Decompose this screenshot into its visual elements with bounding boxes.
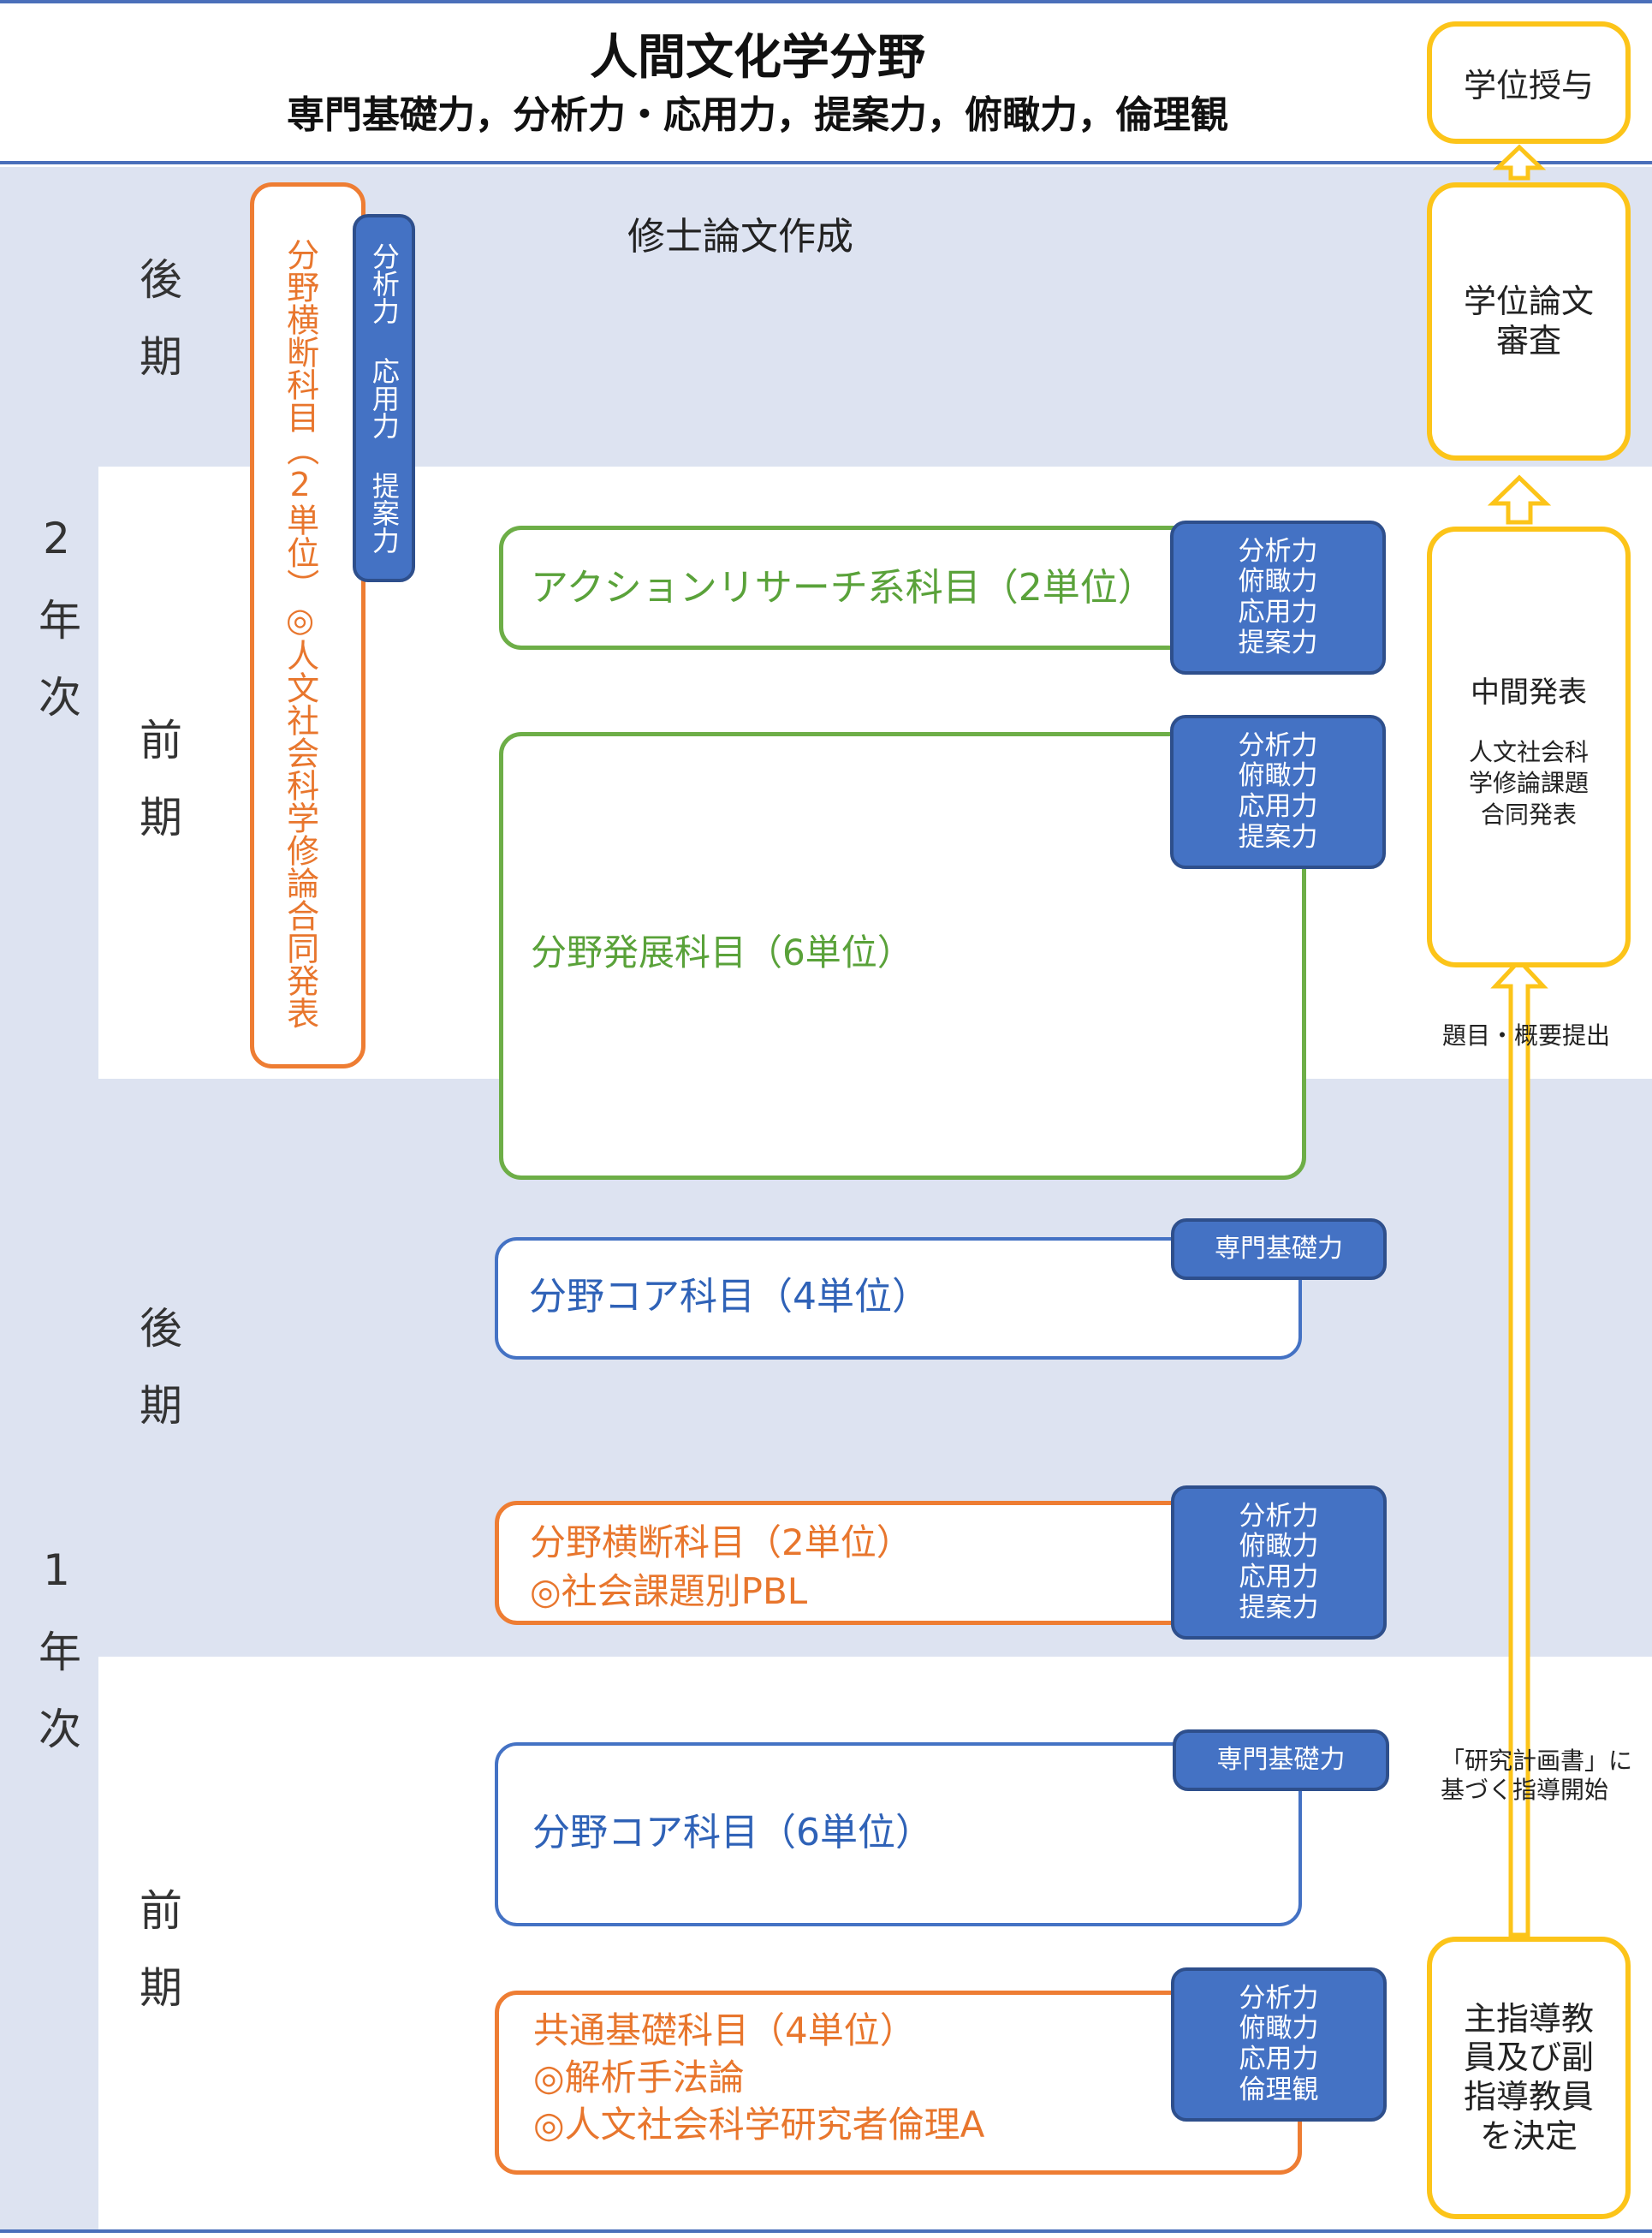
degree-award-box: 学位授与: [1427, 21, 1631, 144]
common-basic-line3: ◎人文社会科学研究者倫理A: [533, 2104, 985, 2146]
cross-field-vertical-box: 分野横断科目（2単位）◎人文社会科学修論合同発表: [250, 182, 365, 1068]
term-label-y2-later: 後期: [133, 257, 182, 411]
band-y2-year-col: [0, 167, 98, 1079]
core-later-label: 分野コア科目（4単位）: [529, 1275, 930, 1318]
common-basic-tags: 分析力 俯瞰力 応用力 倫理観: [1171, 1967, 1387, 2122]
action-research-box: アクションリサーチ系科目（2単位）: [499, 526, 1218, 650]
year-label-2: 2年次: [32, 514, 81, 752]
cross-field-vertical-tag: 分析力 応用力 提案力: [353, 214, 415, 582]
core-early-tag: 専門基礎力: [1173, 1729, 1389, 1791]
band-y1-year-col: [0, 1079, 98, 2230]
research-plan-label: 「研究計画書」に 基づく指導開始: [1441, 1747, 1633, 1804]
common-basic-line2: ◎解析手法論: [533, 2056, 745, 2098]
page-title: 人間文化学分野: [590, 30, 925, 86]
thesis-review-line1: 学位論文: [1463, 282, 1594, 320]
degree-award-label: 学位授与: [1463, 67, 1594, 104]
development-tags: 分析力 俯瞰力 応用力 提案力: [1170, 715, 1386, 869]
interim-presentation-title: 中間発表: [1471, 676, 1587, 710]
action-research-tags: 分析力 俯瞰力 応用力 提案力: [1170, 521, 1386, 675]
top-border: [0, 0, 1652, 3]
term-label-y1-later: 後期: [133, 1306, 182, 1460]
thesis-writing-label: 修士論文作成: [627, 215, 853, 259]
arrow-interim-to-review: [1487, 474, 1552, 525]
arrow-advisor-to-interim: [1490, 957, 1548, 1937]
core-later-tag: 専門基礎力: [1171, 1218, 1387, 1280]
page-subtitle: 専門基礎力，分析力・応用力，提案力，俯瞰力，倫理観: [287, 93, 1228, 137]
header-divider: [0, 161, 1652, 164]
cross-pbl-box: 分野横断科目（2単位） ◎社会課題別PBL: [495, 1501, 1197, 1625]
advisor-decision-box: 主指導教 員及び副 指導教員 を決定: [1427, 1937, 1631, 2219]
core-later-box: 分野コア科目（4単位）: [495, 1237, 1302, 1360]
action-research-label: アクションリサーチ系科目（2単位）: [531, 566, 1156, 610]
core-early-label: 分野コア科目（6単位）: [532, 1811, 933, 1854]
common-basic-line1: 共通基礎科目（4単位）: [533, 2009, 916, 2051]
development-label: 分野発展科目（6単位）: [531, 932, 913, 973]
interim-presentation-sub: 人文社会科 学修論課題 合同発表: [1468, 738, 1589, 829]
arrow-review-to-degree: [1492, 144, 1547, 181]
bottom-border: [0, 2229, 1652, 2233]
topic-submission-label: 題目・概要提出: [1442, 1021, 1611, 1050]
year-label-1: 1年次: [32, 1545, 81, 1783]
cross-pbl-line2: ◎社会課題別PBL: [530, 1570, 808, 1612]
interim-presentation-box: 中間発表 人文社会科 学修論課題 合同発表: [1427, 527, 1631, 967]
core-early-box: 分野コア科目（6単位）: [495, 1742, 1302, 1926]
thesis-review-line2: 審査: [1495, 321, 1561, 360]
cross-pbl-tags: 分析力 俯瞰力 応用力 提案力: [1171, 1485, 1387, 1640]
term-label-y1-early: 前期: [133, 1888, 182, 2042]
term-label-y2-early: 前期: [133, 717, 182, 872]
cross-pbl-line1: 分野横断科目（2単位）: [530, 1521, 912, 1563]
thesis-review-box: 学位論文 審査: [1427, 182, 1631, 461]
cross-field-vertical-text: 分野横断科目（2単位）◎人文社会科学修論合同発表: [281, 238, 319, 1029]
flow-arrows: [1487, 144, 1552, 1937]
